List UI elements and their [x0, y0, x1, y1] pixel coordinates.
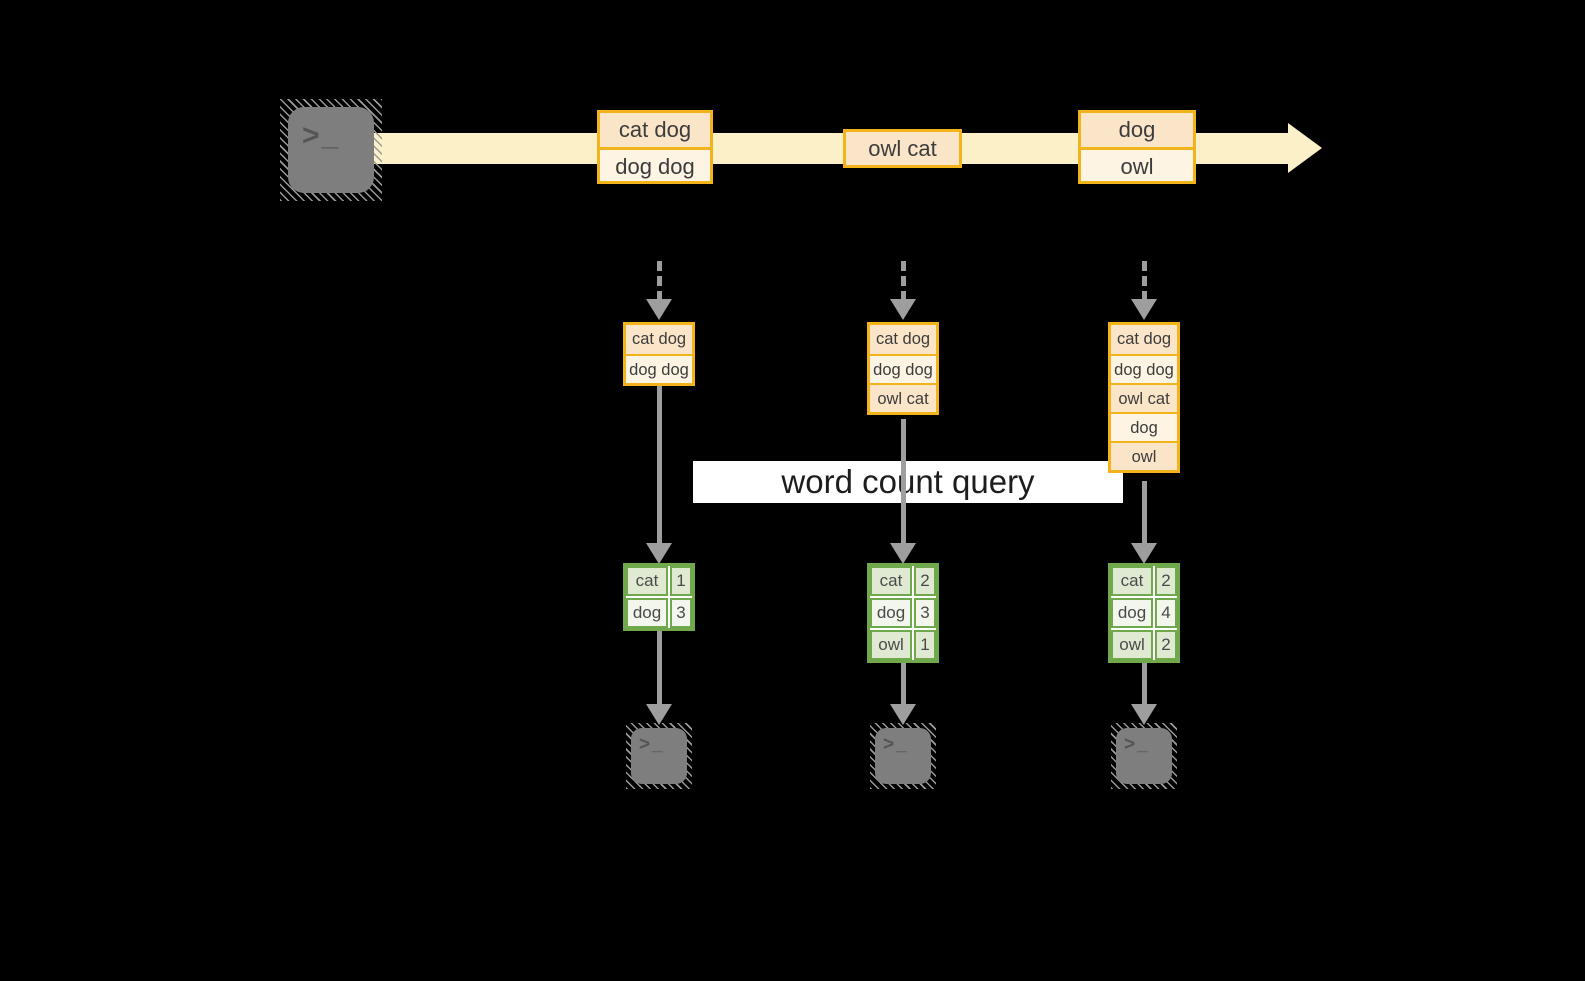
output-arrow-2	[901, 663, 906, 705]
query-arrowhead-icon	[890, 543, 916, 564]
word-cell: owl	[870, 630, 912, 660]
word-cell: dog	[1111, 598, 1153, 628]
terminal-icon	[875, 728, 931, 784]
record-row: owl	[1081, 147, 1193, 181]
output-arrowhead-icon	[1131, 704, 1157, 725]
count-cell: 4	[1155, 598, 1177, 628]
count-cell: 3	[914, 598, 936, 628]
word-cell: dog	[626, 598, 668, 628]
ingest-arrowhead-icon	[890, 299, 916, 320]
record-row: cat dog	[600, 113, 710, 147]
ingest-arrowhead-icon	[1131, 299, 1157, 320]
ingest-arrow-2	[901, 261, 906, 301]
record-row: dog dog	[1111, 354, 1177, 383]
word-count-query-label: word count query	[781, 463, 1035, 500]
record-row: dog dog	[600, 147, 710, 181]
count-cell: 1	[914, 630, 936, 660]
count-cell: 2	[914, 566, 936, 596]
count-cell: 2	[1155, 630, 1177, 660]
word-cell: cat	[1111, 566, 1153, 596]
prompt-icon: >_	[302, 119, 341, 152]
output-terminal-icon-2: >_	[870, 723, 936, 789]
query-arrowhead-icon	[1131, 543, 1157, 564]
output-terminal-icon-1: >_	[626, 723, 692, 789]
word-cell: cat	[626, 566, 668, 596]
record-row: cat dog	[1111, 325, 1177, 354]
record-row: owl	[1111, 441, 1177, 470]
word-cell: owl	[1111, 630, 1153, 660]
source-terminal-icon: >_	[280, 99, 382, 201]
prompt-icon: >_	[883, 734, 909, 755]
ingest-arrow-1	[657, 261, 662, 301]
terminal-icon	[1116, 728, 1172, 784]
record-row: dog dog	[626, 354, 692, 383]
record-row: owl cat	[1111, 383, 1177, 412]
query-arrow-3	[1142, 481, 1147, 544]
word-count-query-banner: word count query	[693, 461, 1123, 503]
query-arrowhead-icon	[646, 543, 672, 564]
output-arrowhead-icon	[646, 704, 672, 725]
output-arrow-1	[657, 631, 662, 705]
prompt-icon: >_	[639, 734, 665, 755]
output-arrow-3	[1142, 663, 1147, 705]
record-row: cat dog	[626, 325, 692, 354]
terminal-icon	[631, 728, 687, 784]
record-row: owl cat	[846, 132, 959, 165]
word-cell: dog	[870, 598, 912, 628]
count-cell: 3	[670, 598, 692, 628]
output-terminal-icon-3: >_	[1111, 723, 1177, 789]
count-cell: 1	[670, 566, 692, 596]
record-row: dog	[1111, 412, 1177, 441]
stream-arrowhead-icon	[1288, 123, 1322, 173]
terminal-icon	[288, 107, 374, 193]
prompt-icon: >_	[1124, 734, 1150, 755]
record-row: owl cat	[870, 383, 936, 412]
count-cell: 2	[1155, 566, 1177, 596]
stream-event-box-2: owl cat	[843, 129, 962, 168]
ingest-arrowhead-icon	[646, 299, 672, 320]
record-row: dog dog	[870, 354, 936, 383]
query-arrow-2	[901, 419, 906, 544]
query-arrow-1	[657, 386, 662, 544]
record-row: dog	[1081, 113, 1193, 147]
word-cell: cat	[870, 566, 912, 596]
ingest-arrow-3	[1142, 261, 1147, 301]
record-row: cat dog	[870, 325, 936, 354]
output-arrowhead-icon	[890, 704, 916, 725]
